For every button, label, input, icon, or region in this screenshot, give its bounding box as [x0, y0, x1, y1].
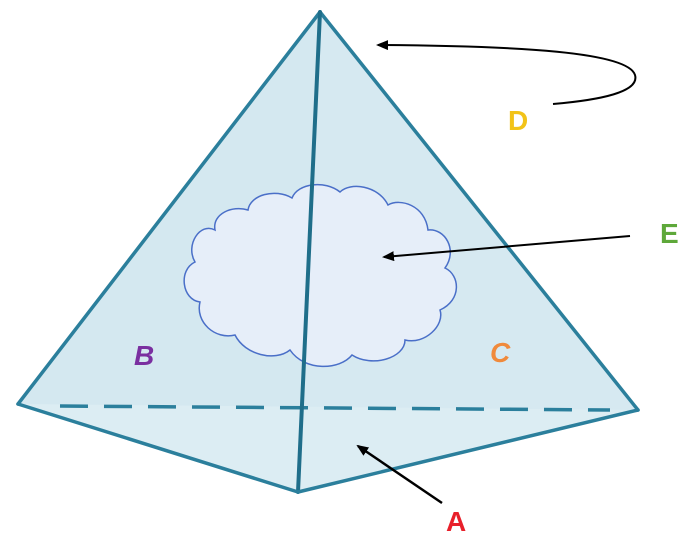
label-b: B: [134, 340, 154, 371]
edge-base-right: [296, 408, 640, 494]
arrow-e: [382, 235, 631, 262]
hidden-edge-dashed: [59, 404, 611, 412]
face-b: [18, 12, 320, 492]
edge-base-left: [16, 402, 300, 494]
edge-left: [16, 10, 322, 406]
arrow-a: [356, 444, 443, 505]
edge-right: [318, 10, 640, 412]
face-c: [298, 12, 638, 492]
arrow-d: [376, 40, 637, 105]
label-c: C: [490, 337, 511, 368]
face-a-base: [18, 404, 638, 492]
label-d: D: [508, 105, 528, 136]
edge-front: [296, 10, 322, 494]
label-e: E: [660, 218, 678, 249]
label-a: A: [446, 506, 466, 537]
